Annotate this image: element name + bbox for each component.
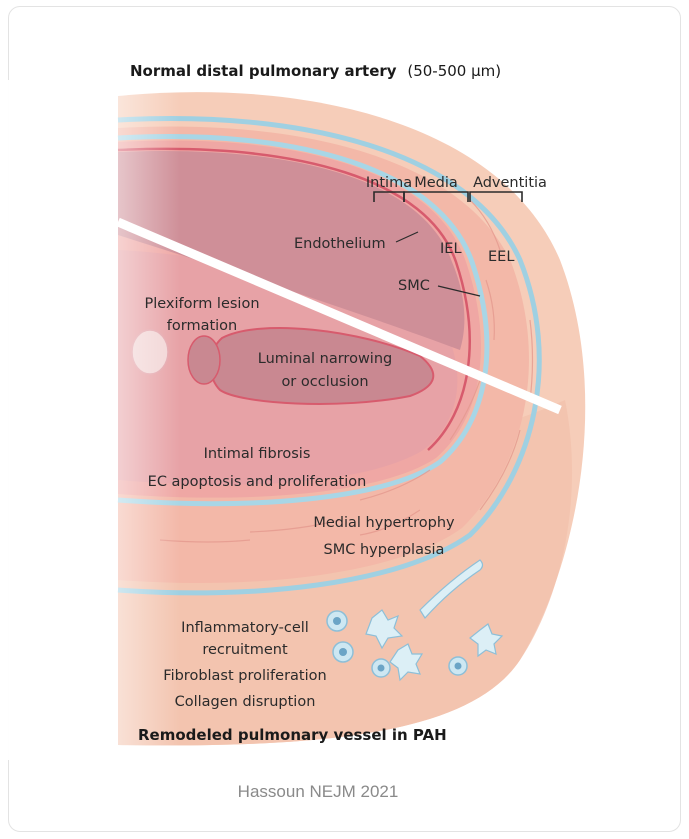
adventitia-label: Adventitia — [473, 175, 547, 191]
endothelium-label: Endothelium — [294, 236, 386, 252]
plexiform-label-2: formation — [167, 318, 237, 334]
plexiform-label-1: Plexiform lesion — [144, 296, 259, 312]
iel-label: IEL — [440, 241, 462, 257]
top-title: Normal distal pulmonary artery (50-500 μ… — [130, 62, 501, 80]
intimal-fibrosis-label: Intimal fibrosis — [204, 446, 311, 462]
media-label: Media — [414, 175, 458, 191]
smc-label: SMC — [398, 278, 430, 294]
bottom-title: Remodeled pulmonary vessel in PAH — [138, 726, 447, 744]
inflammatory-label-2: recruitment — [202, 642, 288, 658]
ec-apoptosis-label: EC apoptosis and proliferation — [148, 474, 367, 490]
eel-label: EEL — [488, 249, 514, 265]
luminal-label-2: or occlusion — [281, 374, 368, 390]
medial-hypertrophy-label: Medial hypertrophy — [313, 515, 455, 531]
smc-hyperplasia-label: SMC hyperplasia — [324, 542, 445, 558]
collagen-label: Collagen disruption — [175, 694, 316, 710]
inflammatory-label-1: Inflammatory-cell — [181, 620, 309, 636]
intima-label: Intima — [366, 175, 412, 191]
luminal-label-1: Luminal narrowing — [258, 351, 392, 367]
fibroblast-label: Fibroblast proliferation — [163, 668, 326, 684]
left-fade — [0, 80, 400, 760]
figure-caption: Hassoun NEJM 2021 — [238, 782, 399, 801]
